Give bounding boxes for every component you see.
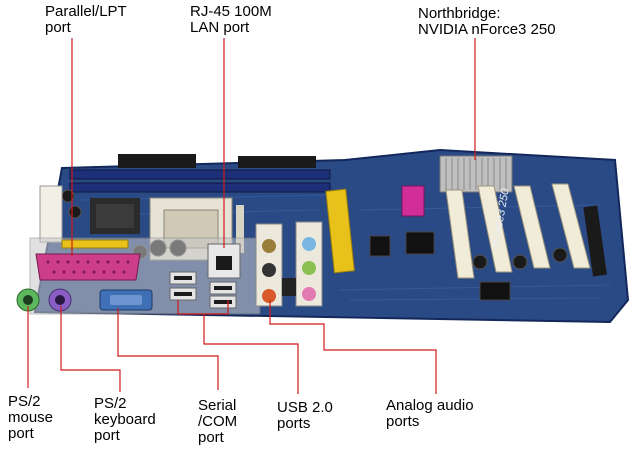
label-serial-port: Serial /COM port (198, 397, 238, 446)
label-ps2-mouse-port: PS/2 mouse port (8, 393, 54, 442)
usb-ports (169, 271, 197, 301)
leader-audio (269, 300, 437, 394)
leader-usb-a (177, 300, 229, 315)
ide-connector (583, 205, 607, 277)
label-parallel-port: Parallel/LPT port (45, 3, 127, 36)
label-northbridge: Northbridge: NVIDIA nForce3 250 (418, 5, 556, 38)
audio-ports (255, 221, 323, 307)
pci-slots (445, 183, 591, 279)
io-panel (16, 221, 323, 315)
label-usb-ports: USB 2.0 ports (277, 399, 333, 432)
label-audio-ports: Analog audio ports (386, 397, 474, 430)
leader-lines (27, 38, 476, 394)
leader-ps2-keyboard (60, 306, 121, 392)
ram-slots (69, 154, 331, 193)
chip (479, 281, 511, 301)
leader-usb (203, 314, 299, 394)
parallel-port (35, 253, 141, 281)
chip (405, 231, 435, 255)
power-connector (39, 185, 63, 243)
label-ps2-keyboard-port: PS/2 keyboard port (94, 395, 156, 444)
chip (369, 235, 391, 257)
magenta-chip (401, 185, 425, 217)
label-rj45-lan-port: RJ-45 100M LAN port (190, 3, 272, 36)
agp-slot (325, 188, 355, 274)
leader-serial (117, 308, 219, 390)
northbridge-heatsink (439, 155, 513, 193)
vrm-heatsink (90, 198, 140, 234)
